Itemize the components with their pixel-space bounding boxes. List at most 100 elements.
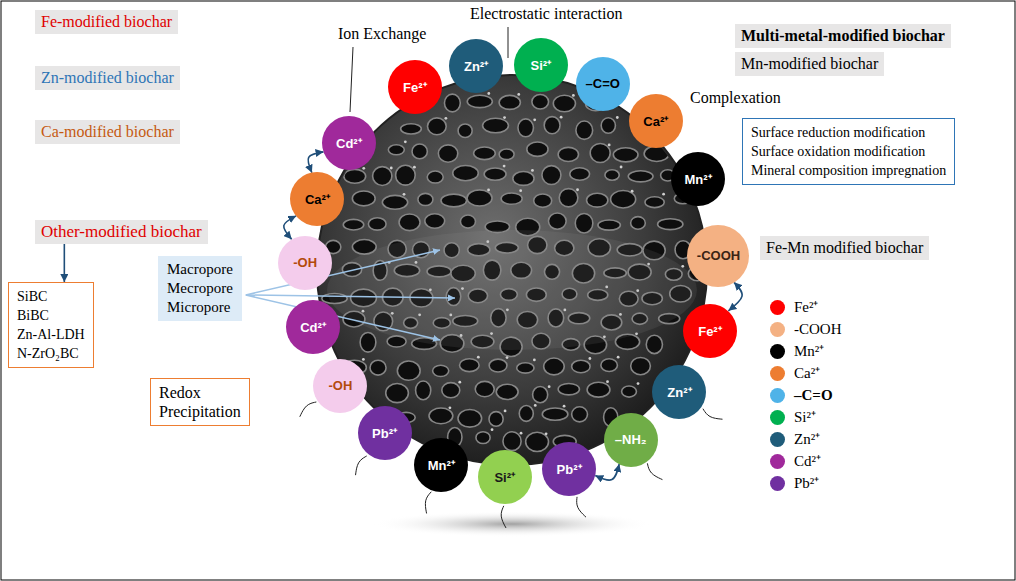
legend-row: Mn²⁺ [770,340,842,362]
speckle [491,428,494,431]
speckle [520,432,523,435]
pore [386,383,409,402]
speckle [477,356,480,359]
ion-circle: Fe²⁺ [388,60,442,114]
pore [475,381,494,396]
node-text: Other-modified biochar [41,222,202,242]
ion-label: Pb²⁺ [557,460,582,478]
pore [458,409,482,427]
ion-label: Zn²⁺ [667,383,691,401]
pore [499,95,520,109]
speckle [616,116,619,119]
pore [533,386,548,402]
ion-label: Mn²⁺ [428,456,455,474]
category-tag: Ca-modified biochar [35,120,180,144]
pore [601,359,618,372]
surface-hairs [300,402,723,528]
pore [605,170,619,181]
pore [548,213,566,229]
ion-label: Pb²⁺ [372,424,397,442]
pore [458,124,472,138]
pore [513,171,534,185]
legend-row: Ca²⁺ [770,362,842,384]
speckle [572,94,575,97]
speckle [504,410,507,413]
pore [368,218,386,230]
pore [644,146,669,161]
surface-hair [356,456,367,475]
shadow [372,511,652,537]
node-text: Zn-modified biochar [41,68,174,88]
pore [418,193,433,205]
surface-hair [425,492,431,514]
ion-label: –NH₂ [615,432,647,447]
pore [343,219,363,230]
pore [559,189,578,207]
pore [484,168,506,180]
pore [474,147,496,160]
ion-label: -COOH [697,248,740,263]
pore [587,382,610,397]
pore [370,360,386,375]
pore [467,190,492,206]
speckle [503,116,506,119]
ion-circle: Ca²⁺ [290,172,344,226]
pore [534,194,552,207]
node-text: Micropore [167,298,233,317]
pore [611,190,636,208]
ion-label: -OH [328,378,352,393]
ion-label: Mn²⁺ [684,170,711,188]
speckle [548,385,551,388]
pore [598,220,620,230]
ion-circle: Cd²⁺ [322,116,376,170]
legend-swatch [770,410,785,425]
pore [388,145,404,155]
ion-label: Fe²⁺ [403,78,427,96]
node-text: BiBC [17,306,85,325]
ion-label: Fe²⁺ [698,322,722,340]
legend-row: -COOH [770,318,842,340]
speckle [617,356,620,359]
ion-circle: Fe²⁺ [683,304,737,358]
ion-circle: Mn²⁺ [671,152,725,206]
pore [467,95,492,107]
speckle [449,406,452,409]
speckle [545,432,548,435]
pore-leader [246,295,440,340]
node-text: Mecropore [167,279,233,298]
pore [476,432,490,444]
node-text: Redox [159,383,241,402]
pore [646,335,662,353]
pore [460,359,480,372]
mechanism-label: Electrostatic interaction [470,4,622,24]
category-tag: Zn-modified biochar [35,66,180,90]
node-text: Macropore [167,260,233,279]
node-text: Fe-modified biochar [41,12,172,32]
ion-circle: –C=O [576,57,630,111]
legend-swatch [770,388,785,403]
speckle [506,356,509,359]
ion-circle: -OH [313,359,367,413]
legend-row: Si²⁺ [770,406,842,428]
biochar-core [317,75,707,465]
pore [412,144,427,159]
pore [527,142,548,156]
speckle [606,380,609,383]
legend-text: Fe²⁺ [794,296,819,318]
pore [519,406,533,422]
connector [284,216,297,239]
node-text: Multi-metal-modified biochar [741,26,945,46]
ion-label: Cd²⁺ [336,134,362,152]
ion-circle: Mn²⁺ [414,438,468,492]
category-tag: Fe-Mn modified biochar [760,236,929,260]
node-text: Surface oxidation modification [751,142,946,161]
ion-label: Ca²⁺ [643,112,668,130]
ion-circle: Cd²⁺ [286,300,340,354]
speckle [533,118,536,121]
pore [373,167,392,186]
connector [308,152,324,173]
ion-label: Zn²⁺ [464,57,488,75]
pore-leader [246,295,455,298]
surface-hair [300,402,317,417]
